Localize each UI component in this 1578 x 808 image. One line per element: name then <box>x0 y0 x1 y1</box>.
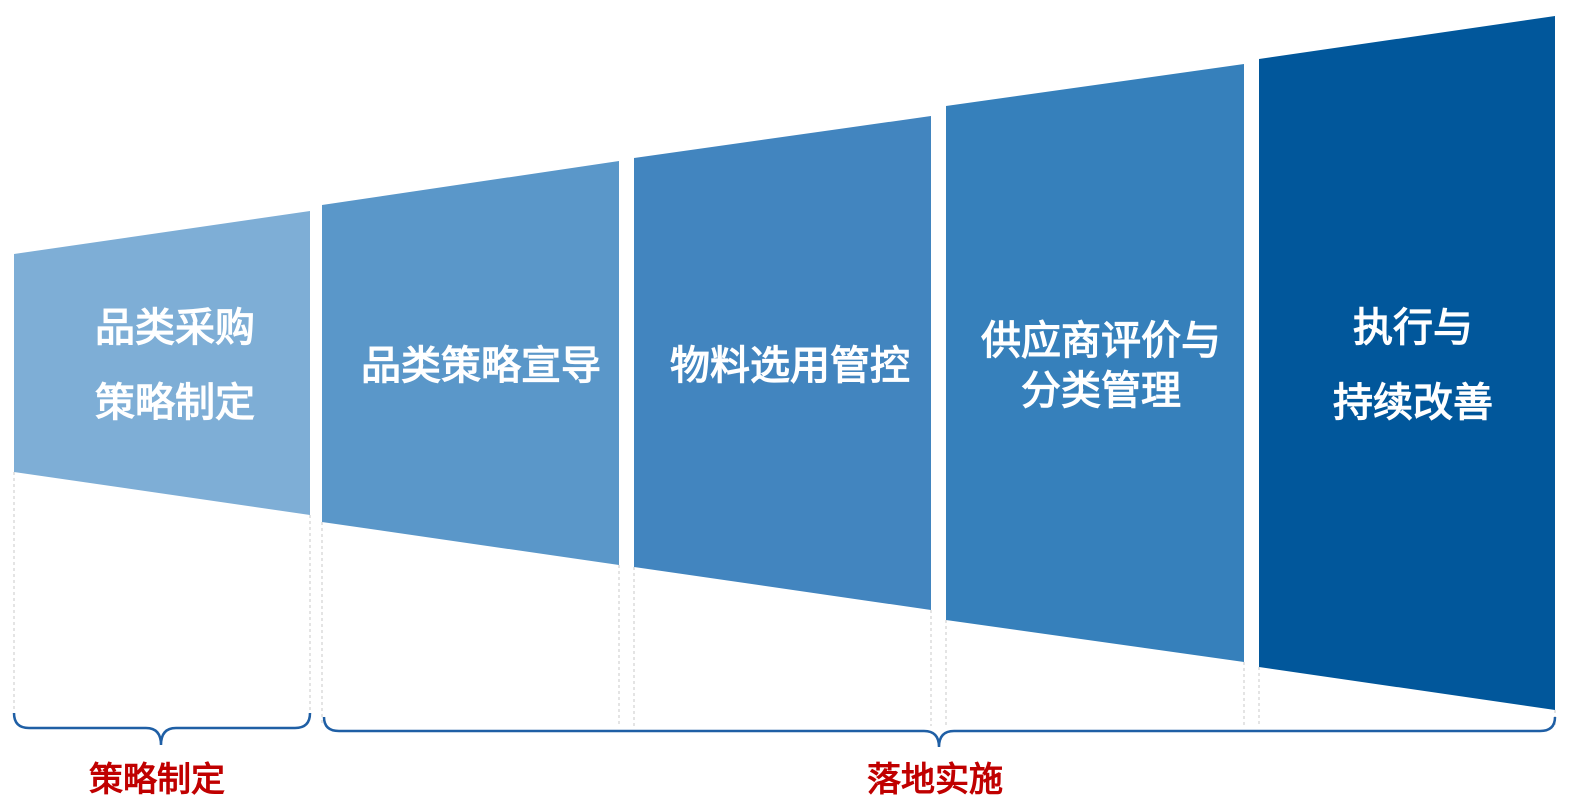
step-4-label-line-2: 分类管理 <box>1021 368 1181 414</box>
step-panel-2 <box>322 161 619 565</box>
phase-labels: 策略制定 落地实施 <box>89 760 1003 800</box>
step-1-label-line-1: 品类采购 <box>95 305 255 351</box>
step-5-label-line-1: 执行与 <box>1353 305 1473 351</box>
step-panels <box>14 16 1555 710</box>
step-labels: 品类采购 策略制定 品类策略宣导 物料选用管控 供应商评价与 分类管理 执行与 … <box>95 305 1493 426</box>
phase-braces <box>12 712 1557 748</box>
phase-label-implementation: 落地实施 <box>867 760 1003 800</box>
step-5-label-line-2: 持续改善 <box>1333 380 1493 426</box>
guide-lines <box>13 472 1556 726</box>
step-panel-1 <box>14 211 310 515</box>
step-1-label-line-2: 策略制定 <box>95 380 255 426</box>
strategy-brace <box>12 712 312 746</box>
implementation-brace <box>322 716 1557 748</box>
step-3-label-line-1: 物料选用管控 <box>670 343 910 389</box>
phase-label-strategy: 策略制定 <box>89 760 225 800</box>
step-panel-5 <box>1259 16 1555 710</box>
step-panel-4 <box>946 64 1244 662</box>
step-2-label-line-1: 品类策略宣导 <box>361 343 601 389</box>
step-panel-3 <box>634 116 931 610</box>
step-4-label-line-1: 供应商评价与 <box>981 318 1221 364</box>
